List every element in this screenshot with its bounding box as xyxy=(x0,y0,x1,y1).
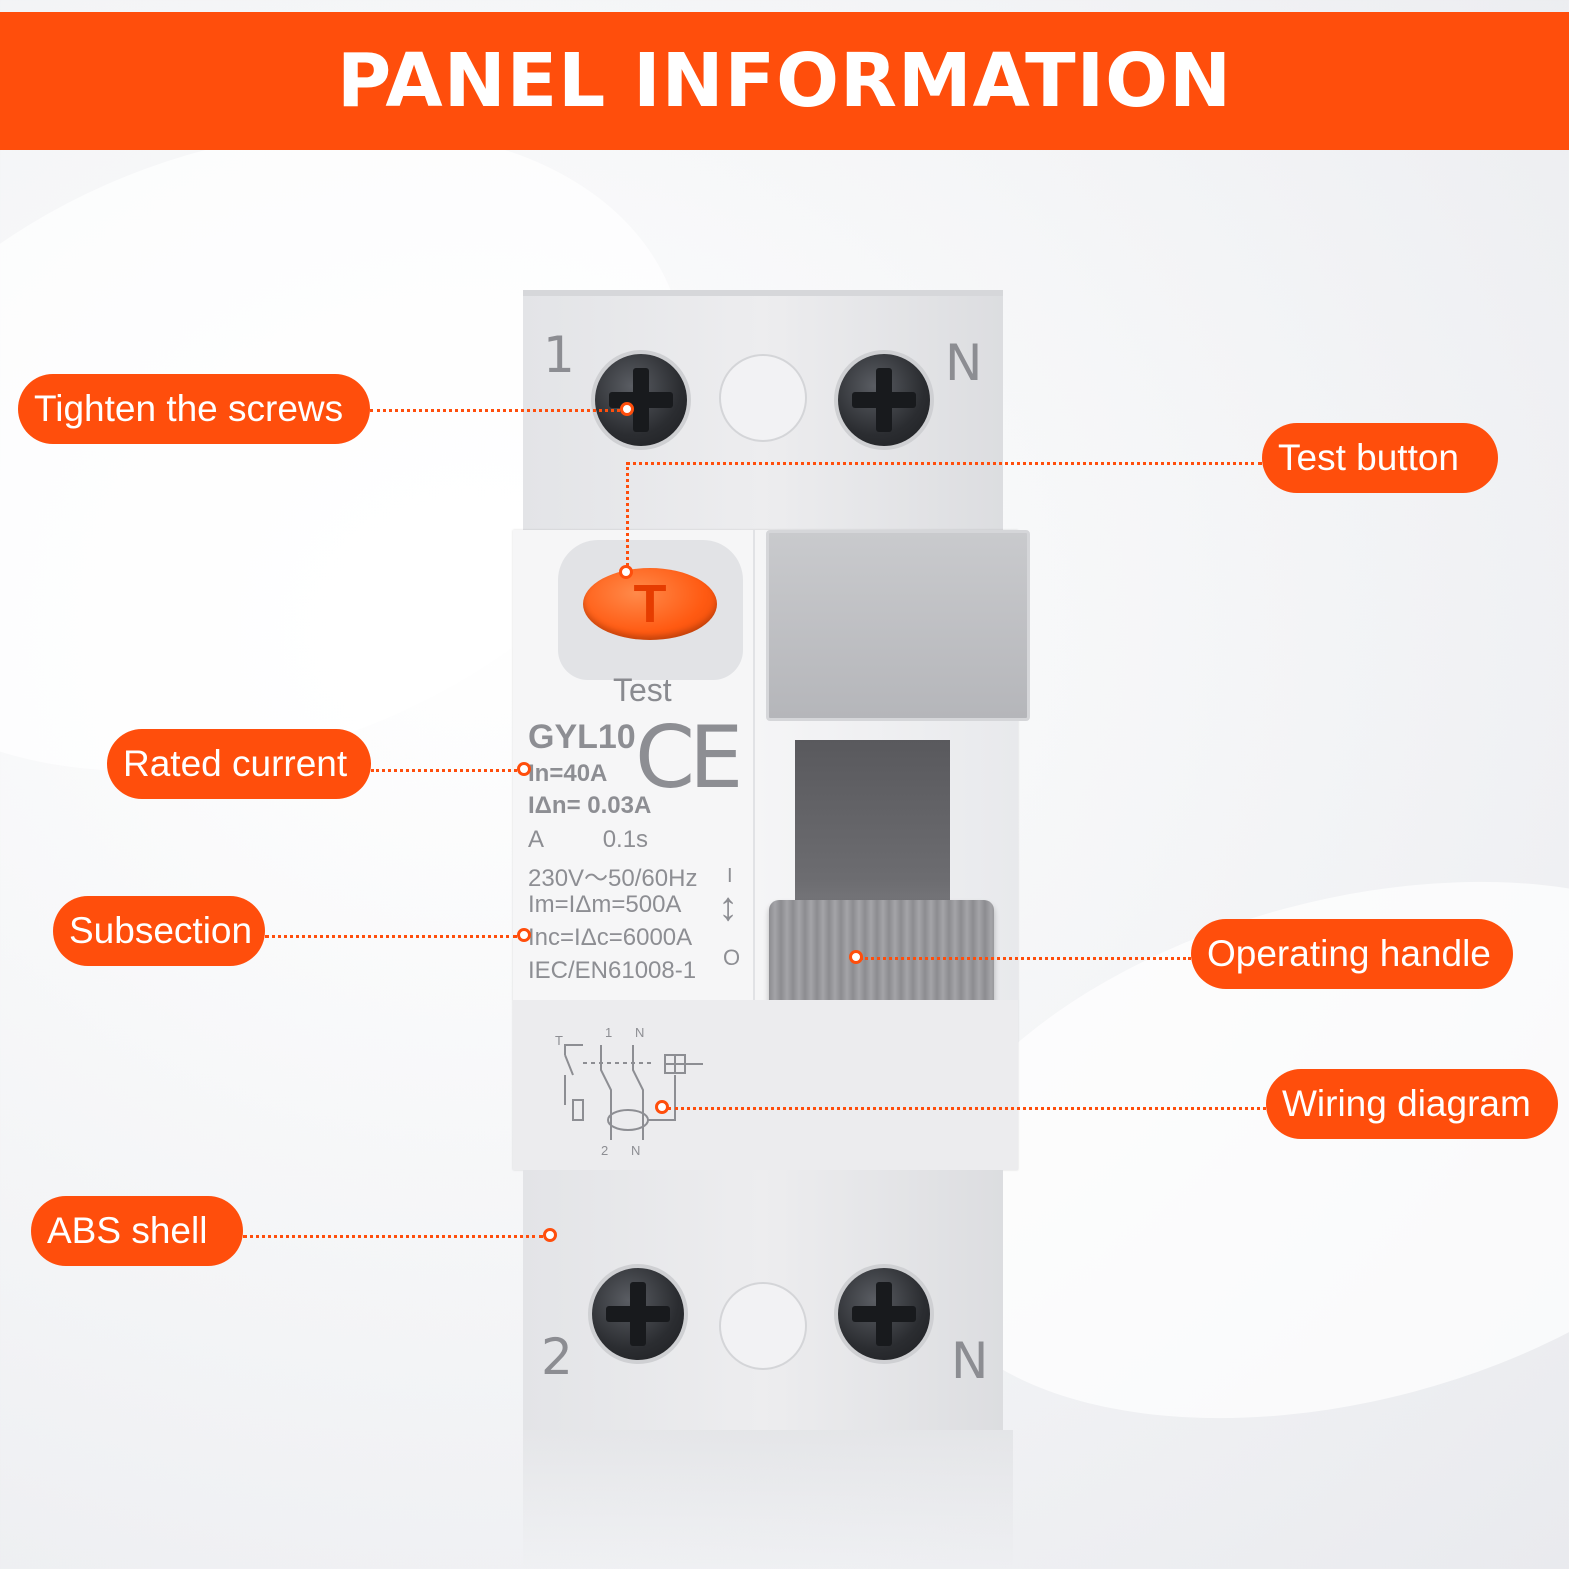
callout-tighten-screws: Tighten the screws xyxy=(18,374,370,444)
callout-label: Subsection xyxy=(69,910,253,951)
model-name: GYL10 xyxy=(528,718,636,756)
terminal-label-n-top: N xyxy=(945,334,983,392)
device-reflection xyxy=(523,1430,1013,1569)
screw-icon xyxy=(838,354,930,446)
test-hole xyxy=(719,1282,807,1370)
screw-icon xyxy=(838,1268,930,1360)
spec-short-circuit: Inc=IΔc=6000A xyxy=(528,924,693,951)
callout-dot xyxy=(517,928,531,942)
callout-dot xyxy=(517,762,531,776)
spec-rated-current: In=40A xyxy=(528,760,608,787)
callout-dot xyxy=(543,1228,557,1242)
leader-line xyxy=(370,409,620,412)
callout-rated-current: Rated current xyxy=(107,729,371,799)
callout-subsection: Subsection xyxy=(53,896,265,966)
callout-dot xyxy=(619,565,633,579)
leader-line xyxy=(626,462,1262,465)
spec-residual-current: IΔn= 0.03A xyxy=(528,792,652,819)
leader-line xyxy=(626,462,629,566)
callout-dot xyxy=(849,950,863,964)
diagram-label-2: 2 xyxy=(601,1143,608,1158)
callout-label: Rated current xyxy=(123,743,348,784)
test-button[interactable]: T xyxy=(583,568,717,640)
spec-standard: IEC/EN61008-1 xyxy=(528,957,697,984)
front-face: T Test GYL10 CE In=40A IΔn= 0.03A A 0.1s… xyxy=(513,530,1030,1170)
rcd-device: 1 N T Test GYL10 CE In=40A IΔn= 0.03A A … xyxy=(513,290,1030,1430)
callout-wiring-diagram: Wiring diagram xyxy=(1266,1069,1558,1139)
callout-test-button: Test button xyxy=(1262,423,1498,493)
test-label: Test xyxy=(613,672,672,708)
spec-making-capacity: Im=IΔm=500A xyxy=(528,891,682,918)
callout-label: Wiring diagram xyxy=(1282,1083,1531,1124)
callout-dot xyxy=(620,402,634,416)
callout-abs-shell: ABS shell xyxy=(31,1196,243,1266)
operating-handle[interactable] xyxy=(769,900,994,1012)
switch-mark-off: O xyxy=(723,945,741,970)
leader-line xyxy=(371,769,517,772)
diagram-label-n: N xyxy=(635,1025,644,1040)
wiring-diagram-icon: T 1 N 2 N xyxy=(555,1025,703,1158)
spec-type-time: A 0.1s xyxy=(528,826,649,853)
test-hole xyxy=(719,354,807,442)
leader-line xyxy=(860,957,1191,960)
bottom-terminal-block: 2 N xyxy=(523,1170,1003,1430)
terminal-label-2: 2 xyxy=(541,1328,573,1386)
header-banner: PANEL INFORMATION xyxy=(0,12,1569,150)
callout-label: Tighten the screws xyxy=(34,388,344,429)
wiring-diagram-area: T 1 N 2 N xyxy=(513,1000,1018,1170)
diagram-label-1: 1 xyxy=(605,1025,612,1040)
spec-voltage: 230V～50/60Hz xyxy=(528,865,698,892)
diagram-label-t: T xyxy=(555,1033,563,1048)
terminal-label-1: 1 xyxy=(543,326,575,384)
updown-arrow-icon: ↕ xyxy=(718,885,738,929)
leader-line xyxy=(265,935,517,938)
leader-line xyxy=(668,1107,1266,1110)
transparent-cover xyxy=(766,530,1030,721)
ce-mark-icon: CE xyxy=(635,708,743,808)
screw-icon xyxy=(595,354,687,446)
callout-label: Operating handle xyxy=(1207,933,1491,974)
page-title: PANEL INFORMATION xyxy=(336,38,1233,124)
leader-line xyxy=(243,1235,543,1238)
callout-dot xyxy=(655,1100,669,1114)
diagram-label-n-bottom: N xyxy=(631,1143,640,1158)
top-terminal-block: 1 N xyxy=(523,290,1003,536)
callout-label: Test button xyxy=(1278,437,1460,478)
switch-mark-on: I xyxy=(727,865,733,887)
terminal-label-n-bottom: N xyxy=(951,1332,989,1390)
label-panel: T Test GYL10 CE In=40A IΔn= 0.03A A 0.1s… xyxy=(513,530,755,1000)
callout-operating-handle: Operating handle xyxy=(1191,919,1513,989)
callout-label: ABS shell xyxy=(47,1210,208,1251)
screw-icon xyxy=(592,1268,684,1360)
test-button-letter: T xyxy=(633,574,667,634)
